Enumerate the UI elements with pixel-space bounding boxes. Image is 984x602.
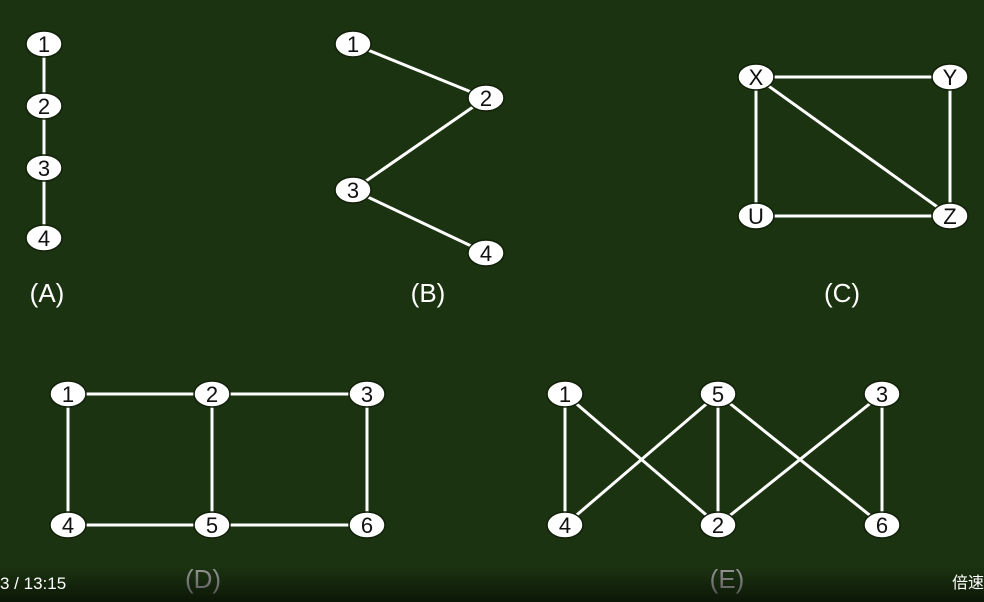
node-label: 1 xyxy=(559,382,571,407)
node-label: 4 xyxy=(480,241,492,266)
node-6 xyxy=(863,511,901,539)
video-control-bar: 3 / 13:15 倍速 xyxy=(0,566,984,602)
node-2 xyxy=(25,92,63,120)
node-1 xyxy=(546,380,584,408)
node-label: 3 xyxy=(361,382,373,407)
node-label: 1 xyxy=(62,382,74,407)
graph-b: 1 2 3 4 (B) xyxy=(334,30,505,308)
node-label: 3 xyxy=(347,178,359,203)
node-5 xyxy=(699,380,737,408)
graph-label: (B) xyxy=(411,278,446,308)
node-4 xyxy=(49,511,87,539)
node-4 xyxy=(25,224,63,252)
node-5 xyxy=(193,511,231,539)
node-label: 2 xyxy=(38,94,50,119)
node-label: Y xyxy=(943,65,958,90)
edge-3-2 xyxy=(716,392,884,527)
video-time: 3 / 13:15 xyxy=(0,574,67,593)
node-1 xyxy=(25,30,63,58)
node-2 xyxy=(699,511,737,539)
node-label: 5 xyxy=(712,382,724,407)
graph-a: 1 2 3 4 (A) xyxy=(25,30,65,308)
node-4 xyxy=(467,239,505,267)
node-label: 5 xyxy=(206,513,218,538)
node-6 xyxy=(348,511,386,539)
node-label: 4 xyxy=(559,513,571,538)
node-X xyxy=(737,63,775,91)
edge-5-4 xyxy=(563,392,720,527)
node-2 xyxy=(193,380,231,408)
edge-2-3 xyxy=(351,96,488,192)
node-1 xyxy=(334,30,372,58)
node-2 xyxy=(467,84,505,112)
node-label: 2 xyxy=(712,513,724,538)
node-label: 4 xyxy=(62,513,74,538)
node-3 xyxy=(25,154,63,182)
node-U xyxy=(737,202,775,230)
edge-3-4 xyxy=(351,188,488,255)
node-4 xyxy=(546,511,584,539)
node-label: Z xyxy=(943,204,956,229)
node-Y xyxy=(931,63,969,91)
node-label: 2 xyxy=(480,86,492,111)
node-label: 6 xyxy=(876,513,888,538)
node-3 xyxy=(863,380,901,408)
node-label: 3 xyxy=(38,156,50,181)
graph-label: (C) xyxy=(824,278,860,308)
graph-label: (A) xyxy=(30,278,65,308)
node-3 xyxy=(348,380,386,408)
node-label: 1 xyxy=(38,32,50,57)
node-3 xyxy=(334,176,372,204)
graph-c: X Y U Z (C) xyxy=(737,63,969,308)
edge-1-2 xyxy=(351,42,488,100)
node-label: 4 xyxy=(38,226,50,251)
node-label: U xyxy=(748,204,764,229)
node-label: 3 xyxy=(876,382,888,407)
node-label: X xyxy=(749,65,764,90)
node-Z xyxy=(931,202,969,230)
edge-X-Z xyxy=(754,75,952,218)
node-label: 1 xyxy=(347,32,359,57)
node-label: 2 xyxy=(206,382,218,407)
node-label: 6 xyxy=(361,513,373,538)
node-1 xyxy=(49,380,87,408)
speed-button[interactable]: 倍速 xyxy=(951,573,984,592)
